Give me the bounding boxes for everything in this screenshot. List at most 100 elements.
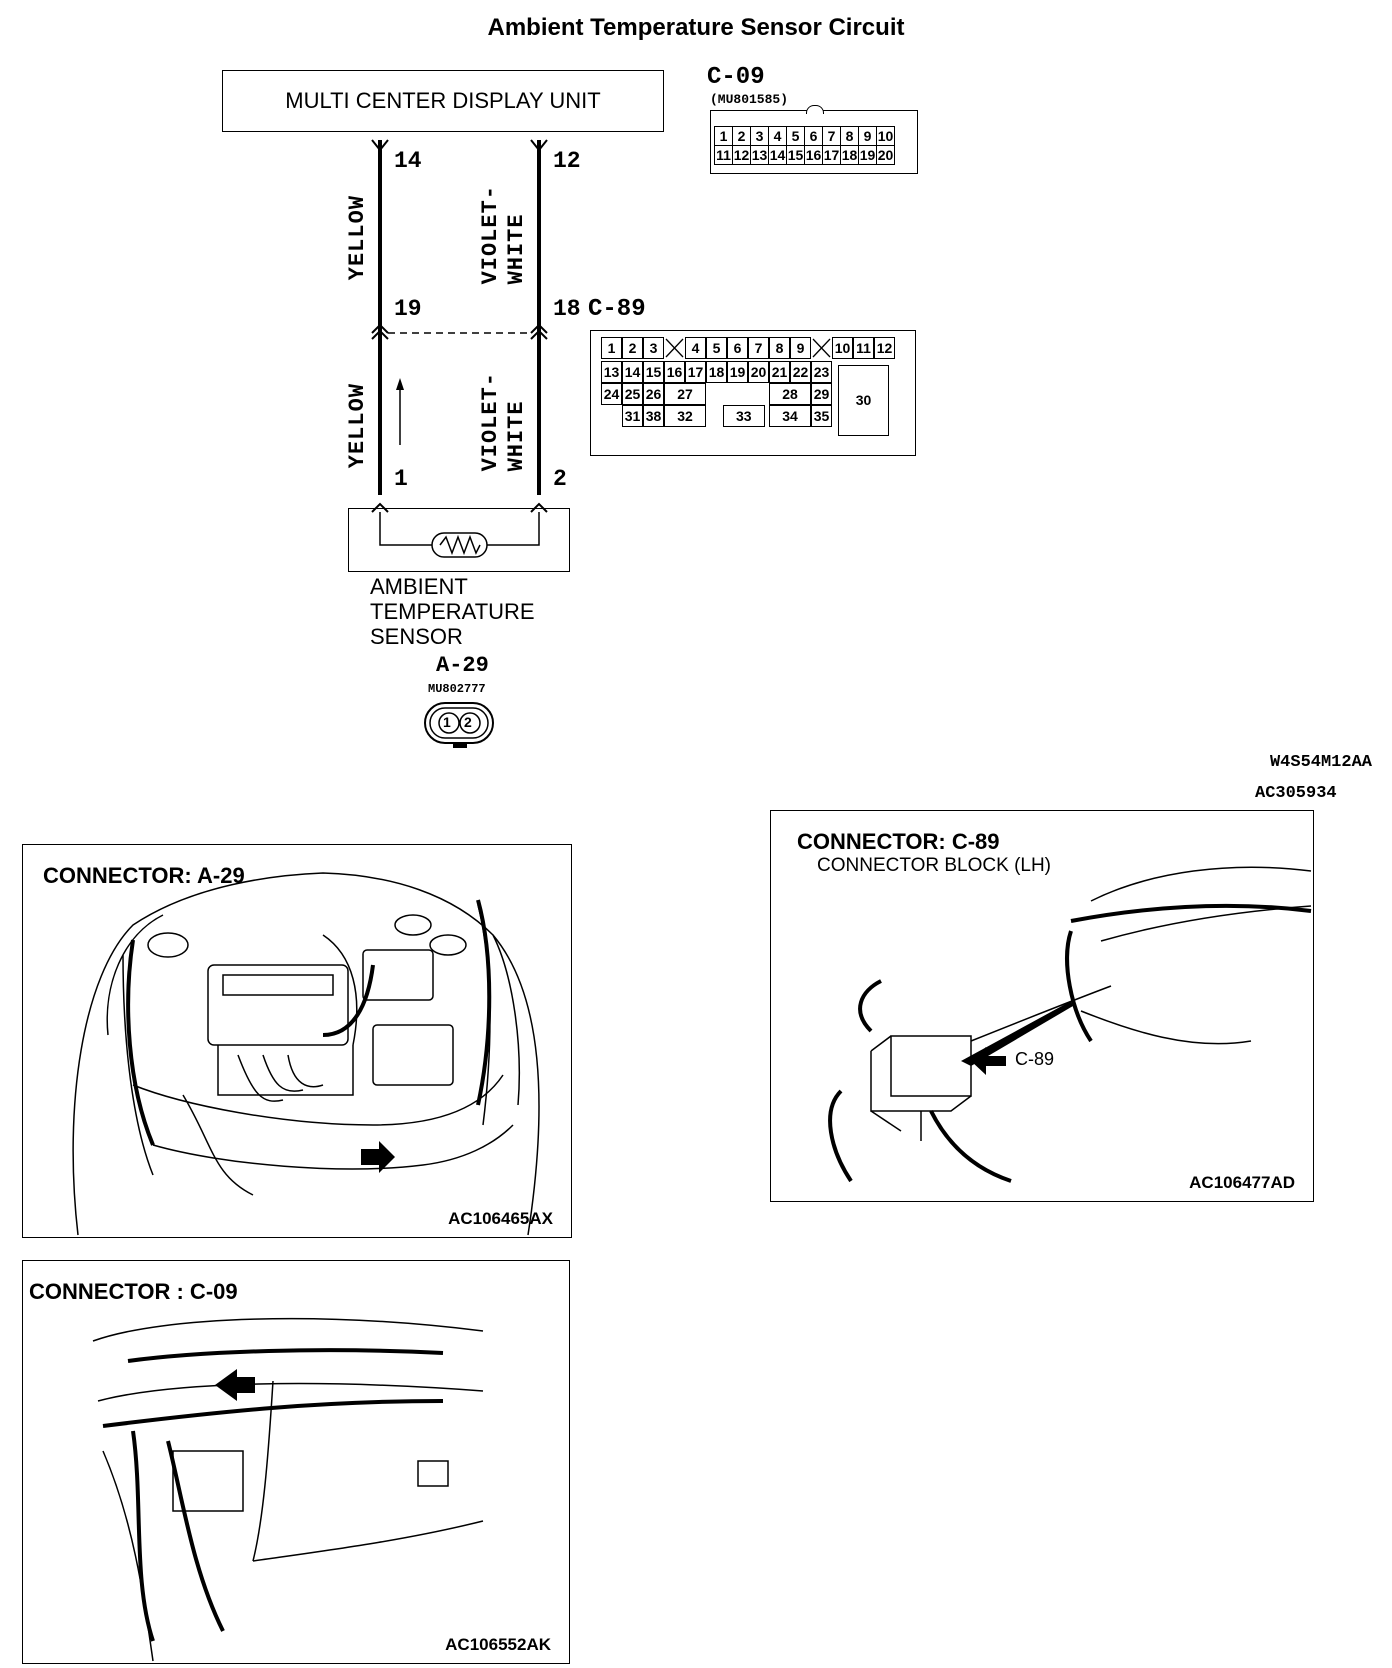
c89-pin-cell: 31 [622, 405, 643, 427]
c89-pin-cell: 12 [874, 337, 895, 359]
c09-pin-cell: 10 [876, 126, 895, 146]
c89-pin-cell: 7 [748, 337, 769, 359]
c89-pin-cell: 1 [601, 337, 622, 359]
panel-connector-a29: CONNECTOR: A-29 AC10 [22, 844, 572, 1238]
sensor-label-line3: SENSOR [370, 624, 463, 649]
panel-c09-title: CONNECTOR : C-09 [29, 1279, 238, 1304]
c89-pin-cell: 2 [622, 337, 643, 359]
pin-2: 2 [553, 466, 567, 492]
panel-c09-figure-code: AC106552AK [445, 1635, 551, 1654]
sensor-label-line2: TEMPERATURE [370, 599, 535, 624]
c89-name: C-89 [588, 296, 646, 323]
c89-pin-cell: 5 [706, 337, 727, 359]
wire-label-white: WHITE [504, 400, 529, 472]
c09-pin-cell: 1 [714, 126, 733, 146]
c89-pin-cell: 22 [790, 361, 811, 383]
c89-pin-cell: 24 [601, 383, 622, 405]
engine-bay-illustration [72, 872, 540, 1236]
c09-pin-cell: 8 [840, 126, 859, 146]
panel-c89-title: CONNECTOR: C-89 [797, 829, 1000, 854]
pin-12: 12 [553, 148, 581, 174]
c89-pin-cell: 25 [622, 383, 643, 405]
sensor-label: AMBIENT TEMPERATURE SENSOR [370, 574, 535, 649]
c89-pin-cell: 23 [811, 361, 832, 383]
circuit-wiring [371, 139, 548, 748]
c89-pin-cell: 17 [685, 361, 706, 383]
wire-label-violet: VIOLET- [478, 372, 503, 472]
ambient-temperature-sensor-box [348, 508, 570, 572]
c09-pin-cell: 16 [804, 145, 823, 165]
figure-reference-2: AC305934 [1255, 784, 1337, 803]
c89-pin-cell: 10 [832, 337, 853, 359]
c89-pin-cell: 35 [811, 405, 832, 427]
figure-reference-1: W4S54M12AA [1269, 753, 1372, 772]
c09-pin-cell: 3 [750, 126, 769, 146]
panel-connector-c89: CONNECTOR: C-89 CONNECTOR BLOCK (LH) C-8… [770, 810, 1314, 1202]
panel-c89-figure-code: AC106477AD [1189, 1173, 1295, 1192]
pin-18: 18 [553, 296, 581, 322]
c09-pin-cell: 4 [768, 126, 787, 146]
mcdu-label: MULTI CENTER DISPLAY UNIT [285, 88, 601, 113]
c09-pin-cell: 19 [858, 145, 877, 165]
c09-pin-cell: 11 [714, 145, 733, 165]
c89-pin-cell: 30 [838, 365, 889, 436]
c89-pin-cell: 21 [769, 361, 790, 383]
c89-blank-cavity [665, 338, 684, 358]
panel-c89-callout: C-89 [1015, 1049, 1055, 1069]
sensor-label-line1: AMBIENT [370, 574, 468, 599]
c89-pin-cell: 20 [748, 361, 769, 383]
panel-a29-figure-code: AC106465AX [448, 1209, 553, 1228]
panel-connector-c09: CONNECTOR : C-09 AC106552AK [22, 1260, 570, 1664]
c89-pin-cell: 18 [706, 361, 727, 383]
c89-pin-cell: 14 [622, 361, 643, 383]
c09-pin-cell: 6 [804, 126, 823, 146]
c89-pin-cell: 26 [643, 383, 664, 405]
wire-label-violet-white-lower: VIOLET- WHITE [478, 372, 530, 471]
c09-pin-cell: 17 [822, 145, 841, 165]
c09-part-number: (MU801585) [710, 92, 789, 107]
pin-19: 19 [394, 296, 422, 322]
c89-pin-cell: 8 [769, 337, 790, 359]
c09-key [806, 105, 824, 114]
wire-label-yellow-lower: YELLOW [345, 383, 370, 469]
a29-part-number: MU802777 [428, 682, 486, 696]
a29-pin-1: 1 [443, 714, 451, 730]
panel-a29-title: CONNECTOR: A-29 [43, 863, 245, 888]
c09-name: C-09 [707, 64, 765, 91]
c89-pin-cell: 27 [664, 383, 706, 405]
c89-pin-cell: 11 [853, 337, 874, 359]
c09-pin-cell: 20 [876, 145, 895, 165]
c89-pin-cell: 29 [811, 383, 832, 405]
c89-pin-cell: 13 [601, 361, 622, 383]
c09-pin-cell: 9 [858, 126, 877, 146]
wire-label-yellow-upper: YELLOW [345, 195, 370, 281]
c89-pin-cell: 6 [727, 337, 748, 359]
c89-pin-cell: 28 [769, 383, 811, 405]
location-arrow [361, 1141, 395, 1173]
c09-pin-cell: 12 [732, 145, 751, 165]
c89-pin-cell: 3 [643, 337, 664, 359]
c09-pin-cell: 13 [750, 145, 769, 165]
c09-connector-face [710, 105, 918, 174]
diagram-title: Ambient Temperature Sensor Circuit [487, 14, 905, 41]
c89-pin-cell: 38 [643, 405, 664, 427]
a29-pin-2: 2 [464, 714, 472, 730]
location-arrow [215, 1369, 255, 1401]
pin-1: 1 [394, 466, 408, 492]
c89-pin-cell: 19 [727, 361, 748, 383]
pin-14: 14 [394, 148, 422, 174]
c09-pin-cell: 15 [786, 145, 805, 165]
c09-pin-cell: 5 [786, 126, 805, 146]
multi-center-display-unit: MULTI CENTER DISPLAY UNIT [222, 70, 664, 132]
c89-pin-cell: 16 [664, 361, 685, 383]
c89-pin-cell: 4 [685, 337, 706, 359]
a29-connector-name: A-29 [436, 653, 489, 678]
wire-label-violet: VIOLET- [478, 185, 503, 285]
wire-label-violet-white-upper: VIOLET- WHITE [478, 185, 530, 284]
c89-blank-cavity [812, 338, 831, 358]
c89-pin-cell: 15 [643, 361, 664, 383]
c09-pin-cell: 18 [840, 145, 859, 165]
location-arrow [971, 1047, 1006, 1075]
